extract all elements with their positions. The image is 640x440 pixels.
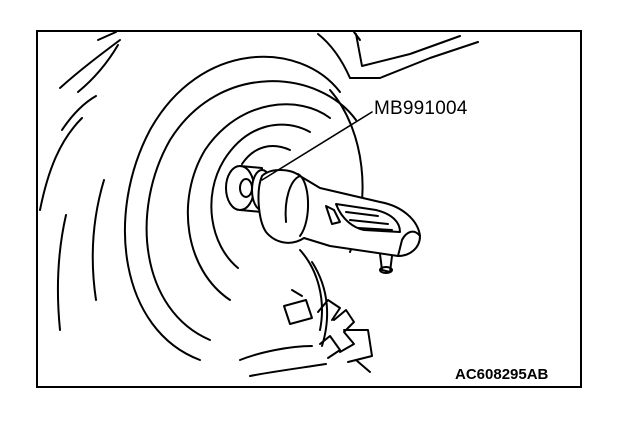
lower-bracket bbox=[239, 249, 373, 377]
upper-right-panel bbox=[317, 31, 479, 79]
body-contours bbox=[39, 31, 121, 331]
figure-id: AC608295AB bbox=[455, 366, 549, 383]
callout-leader bbox=[261, 111, 373, 181]
tool-handle bbox=[257, 169, 421, 274]
tool-callout-label: MB991004 bbox=[374, 98, 468, 119]
